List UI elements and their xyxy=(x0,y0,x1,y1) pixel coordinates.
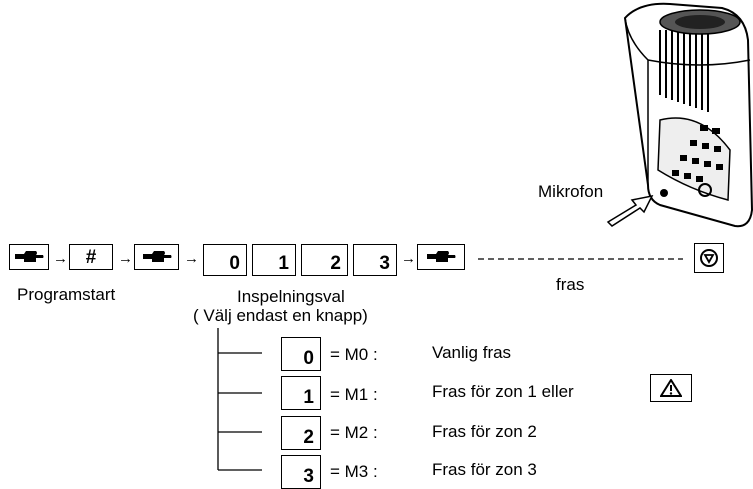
remote-device xyxy=(606,2,753,228)
option-code: = M2 : xyxy=(330,423,378,442)
digit-key-label: 2 xyxy=(330,253,341,274)
option-desc: Vanlig fras xyxy=(432,343,512,362)
option-key-label: 2 xyxy=(303,427,314,448)
warning-triangle-icon xyxy=(660,379,682,397)
option-key-label: 0 xyxy=(303,348,314,369)
option-code: = M3 : xyxy=(330,462,378,481)
arrow: → xyxy=(184,250,199,267)
arrow: → xyxy=(53,250,68,267)
option-key-3[interactable]: 3 xyxy=(281,455,321,489)
arrow: → xyxy=(118,250,133,267)
digit-key-label: 1 xyxy=(278,253,289,274)
option-desc: Fras för zon 2 xyxy=(432,422,537,441)
digit-key-1[interactable]: 1 xyxy=(252,244,296,276)
pointing-hand-icon xyxy=(15,251,44,262)
option-desc: Fras för zon 3 xyxy=(432,460,537,479)
option-code: = M0 : xyxy=(330,345,378,364)
option-key-1[interactable]: 1 xyxy=(281,376,321,410)
option-desc: Fras för zon 1 eller xyxy=(432,382,574,401)
programstart-label: Programstart xyxy=(17,285,116,304)
option-code: = M1 : xyxy=(330,385,378,404)
hash-key-label: # xyxy=(85,246,97,268)
start-hand-key[interactable] xyxy=(9,244,49,270)
end-hand-key[interactable] xyxy=(417,244,465,270)
option-key-label: 3 xyxy=(303,466,314,487)
option-key-0[interactable]: 0 xyxy=(281,337,321,371)
digit-key-label: 0 xyxy=(229,253,240,274)
hand-key-2[interactable] xyxy=(134,244,179,270)
mikrofon-label: Mikrofon xyxy=(538,182,604,201)
valj-endast-label: ( Välj endast en knapp) xyxy=(193,306,368,325)
digit-key-3[interactable]: 3 xyxy=(353,244,397,276)
inspelningsval-label: Inspelningsval xyxy=(237,287,345,306)
option-key-label: 1 xyxy=(303,387,314,408)
option-key-2[interactable]: 2 xyxy=(281,416,321,450)
hash-key[interactable]: # xyxy=(69,244,113,270)
arrow: → xyxy=(401,250,416,267)
fras-label: fras xyxy=(556,275,585,294)
pointing-hand-icon xyxy=(427,251,456,262)
option-tree xyxy=(217,328,262,471)
digit-key-2[interactable]: 2 xyxy=(301,244,348,276)
digit-key-label: 3 xyxy=(379,253,390,274)
mikrofon-pointer-arrow xyxy=(606,194,654,227)
pointing-hand-icon xyxy=(142,251,171,262)
stop-key[interactable] xyxy=(694,243,724,273)
digit-key-0[interactable]: 0 xyxy=(203,244,247,276)
warning-key[interactable] xyxy=(650,374,692,402)
stop-circle-icon xyxy=(700,249,718,267)
